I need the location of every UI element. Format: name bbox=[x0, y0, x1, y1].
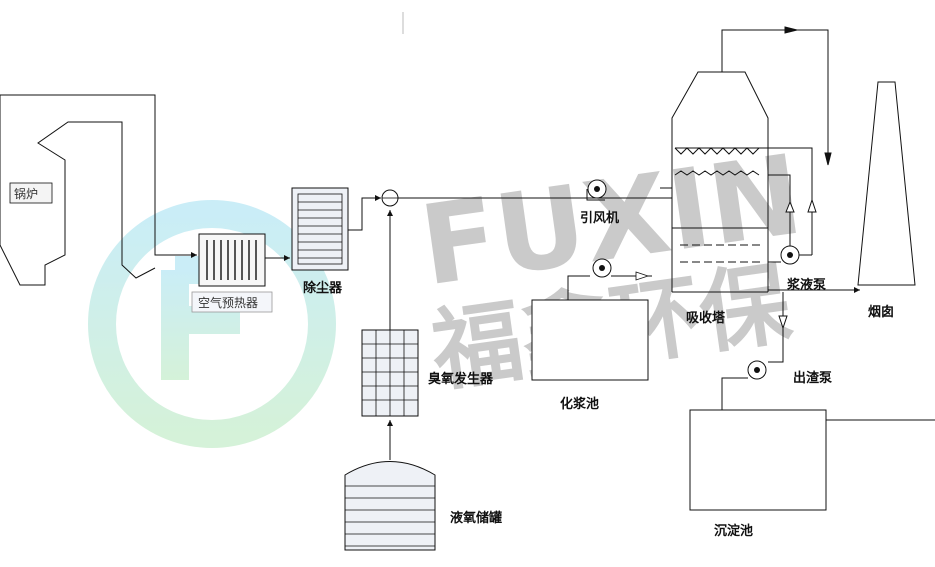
dust-collector-label: 除尘器 bbox=[303, 280, 343, 296]
flow-tower-slag bbox=[768, 292, 788, 363]
boiler-label-box bbox=[9, 182, 53, 204]
dust-collector bbox=[291, 187, 349, 271]
flow-dust-mixer bbox=[348, 195, 381, 231]
slurry-feed-pump bbox=[567, 258, 652, 300]
slurry-tank bbox=[531, 299, 649, 381]
settling-tank-label: 沉淀池 bbox=[714, 523, 753, 539]
preheater-label-box bbox=[191, 291, 273, 313]
chimney-label: 烟囱 bbox=[868, 304, 894, 320]
liquid-oxygen-tank-label: 液氧储罐 bbox=[450, 510, 502, 526]
slurry-pump bbox=[768, 245, 812, 265]
liquid-oxygen-tank bbox=[344, 461, 436, 551]
ozone-generator-label: 臭氧发生器 bbox=[428, 371, 494, 387]
induced-draft-fan-label: 引风机 bbox=[580, 210, 619, 226]
air-preheater bbox=[198, 233, 266, 287]
ozone-generator bbox=[361, 329, 419, 417]
induced-draft-fan bbox=[586, 179, 607, 201]
flow-tower-chimney bbox=[721, 26, 832, 166]
boiler-label: 锅炉 bbox=[14, 186, 38, 201]
slag-pump bbox=[721, 360, 767, 410]
settling-tank bbox=[689, 409, 827, 511]
chimney bbox=[857, 81, 916, 286]
absorption-tower-label: 吸收塔 bbox=[686, 310, 726, 326]
slurry-pump-label: 浆液泵 bbox=[786, 277, 826, 293]
slurry-tank-label: 化浆池 bbox=[560, 396, 599, 412]
recirculation-lines bbox=[768, 147, 817, 255]
slag-pump-label: 出渣泵 bbox=[793, 370, 832, 386]
preheater-label: 空气预热器 bbox=[198, 295, 258, 310]
